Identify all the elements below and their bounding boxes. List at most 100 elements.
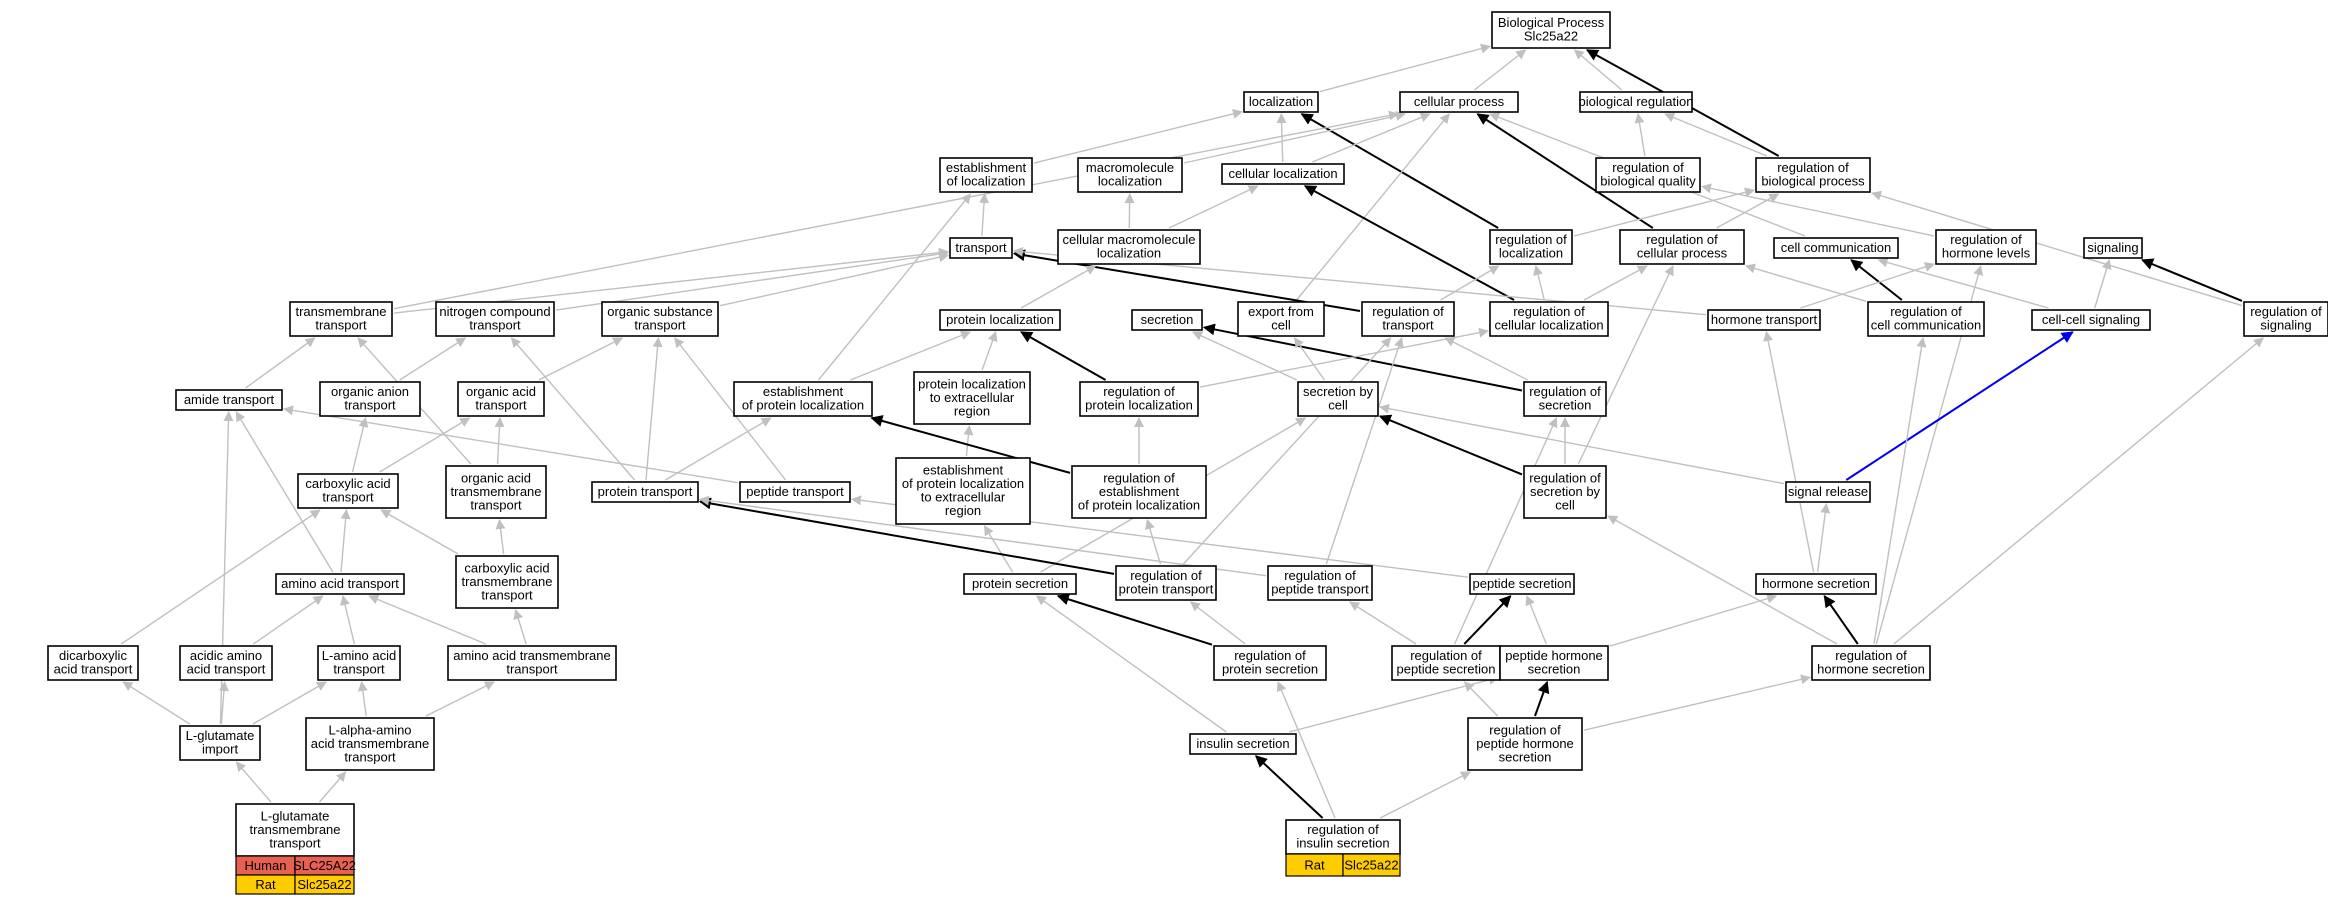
term-box [895, 457, 1031, 525]
term-node-cc[interactable]: cell communication [1773, 237, 1899, 259]
term-label-line: biological regulation [1579, 94, 1694, 109]
term-node-ht[interactable]: hormone transport [1707, 309, 1821, 331]
term-box [1579, 91, 1693, 113]
term-box [1467, 717, 1583, 771]
term-node-ccs[interactable]: cell-cell signaling [2031, 309, 2151, 331]
term-label-line: regulation of [1777, 160, 1849, 175]
term-node-sig[interactable]: signaling [2083, 237, 2143, 259]
term-node-pept[interactable]: peptide transport [739, 481, 851, 503]
term-node-sec[interactable]: secretion [1131, 309, 1203, 331]
term-node-cp[interactable]: cellular process [1399, 91, 1519, 113]
term-node-aat[interactable]: amino acid transport [275, 573, 405, 595]
term-node-at[interactable]: amide transport [175, 389, 283, 411]
edge-rhl-to-rbq [1701, 183, 1935, 237]
term-box [1523, 381, 1607, 417]
term-node-br[interactable]: biological regulation [1579, 91, 1694, 113]
term-label-line: transmembrane [461, 574, 552, 589]
term-label-line: hormone transport [1711, 312, 1818, 327]
term-node-transport[interactable]: transport [949, 237, 1013, 259]
term-node-cl[interactable]: cellular localization [1221, 163, 1345, 185]
edge-sbc-to-sec [1192, 331, 1298, 381]
term-node-loc[interactable]: localization [1243, 91, 1319, 113]
term-label-line: cellular process [1414, 94, 1505, 109]
term-box [2243, 301, 2328, 337]
term-label-line: regulation of [1495, 232, 1567, 247]
edge-phs-to-hs [1609, 593, 1778, 647]
term-box [435, 301, 555, 337]
edge-rloc-to-loc [1300, 113, 1499, 229]
term-node-peps[interactable]: peptide secretion [1469, 573, 1575, 595]
edge-eoplec-to-plec [963, 425, 974, 457]
term-node-ins[interactable]: insulin secretion [1189, 733, 1297, 755]
term-node-pt[interactable]: protein transport [591, 481, 699, 503]
term-label-line: secretion [1499, 749, 1552, 764]
edge-aat-to-at [235, 411, 334, 573]
term-box [1523, 465, 1607, 519]
term-node-ps[interactable]: protein secretion [963, 573, 1077, 595]
term-label-line: secretion by [1303, 384, 1374, 399]
term-label-line: regulation of [1835, 648, 1907, 663]
edge-pt-to-ost [645, 337, 663, 481]
term-node-pl[interactable]: protein localization [939, 309, 1061, 331]
term-label-line: insulin secretion [1196, 736, 1289, 751]
term-label-line: organic anion [331, 384, 409, 399]
term-node-hs[interactable]: hormone secretion [1755, 573, 1877, 595]
edge-rpt-to-pt [698, 497, 1115, 575]
term-box [1755, 157, 1871, 193]
edge-eol-to-loc [1033, 109, 1243, 164]
term-node-sr[interactable]: signal release [1785, 481, 1871, 503]
term-box [739, 481, 851, 503]
term-label-line: cellular macromolecule [1063, 232, 1196, 247]
edge-rhs-to-hs [1823, 595, 1859, 645]
term-label-line: regulation of [1372, 304, 1444, 319]
